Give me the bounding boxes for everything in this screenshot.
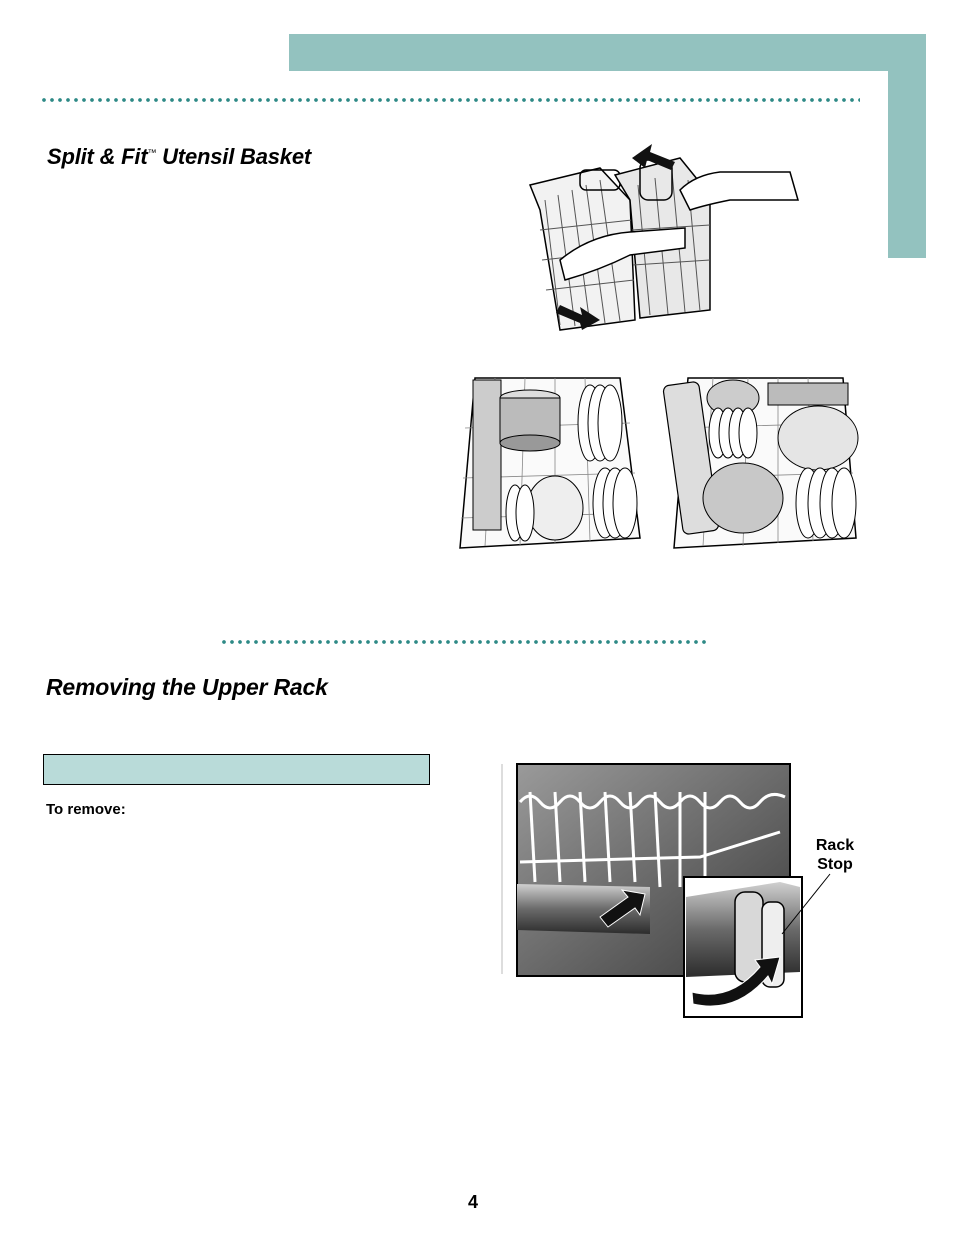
to-remove-label: To remove: bbox=[46, 801, 126, 818]
page-number: 4 bbox=[467, 1192, 478, 1212]
loaded-rack-illustration-left bbox=[459, 377, 641, 549]
side-tab bbox=[888, 34, 926, 258]
rack-stop-illustration bbox=[501, 763, 831, 1018]
section-title-removing-upper-rack: Removing the Upper Rack bbox=[46, 674, 328, 700]
note-box bbox=[43, 754, 430, 785]
rack-stop-callout: Rack Stop bbox=[815, 837, 855, 873]
header-band bbox=[289, 34, 926, 71]
dotted-divider bbox=[220, 639, 710, 645]
loaded-rack-illustration-right bbox=[662, 377, 859, 549]
utensil-basket-illustration bbox=[528, 144, 799, 331]
arrow-icon bbox=[556, 305, 600, 330]
dotted-divider bbox=[40, 97, 860, 103]
curved-arrow-icon bbox=[691, 956, 781, 1007]
section-title-utensil-basket: Split & Fit™ Utensil Basket bbox=[47, 144, 311, 169]
arrow-icon bbox=[632, 144, 675, 170]
arrow-icon bbox=[599, 889, 646, 928]
